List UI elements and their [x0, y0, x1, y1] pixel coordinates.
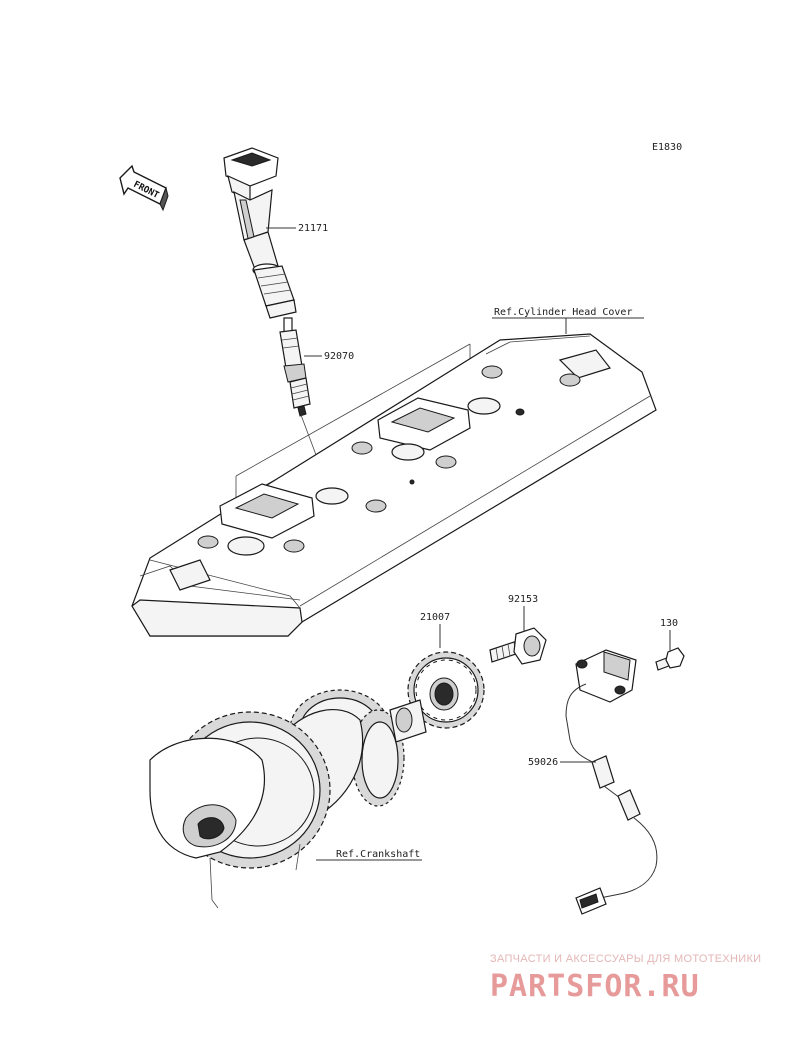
- spark-plug: [279, 317, 311, 417]
- cylinder-head-cover: [131, 333, 657, 637]
- coil-well-front: [219, 483, 315, 539]
- diagram-code: E1830: [652, 142, 682, 153]
- sensor-bolt: [655, 647, 685, 671]
- callout-59026: 59026: [528, 757, 558, 768]
- ignition-coil: [223, 147, 297, 319]
- coil-well-rear: [377, 397, 471, 451]
- crankshaft: [149, 689, 427, 909]
- crankshaft-sensor: [565, 649, 658, 915]
- front-arrow-icon: FRONT: [119, 164, 169, 212]
- watermark: ЗАПЧАСТИ И АКСЕССУАРЫ ДЛЯ МОТОТЕХНИКИ PA…: [490, 953, 761, 1004]
- callout-130: 130: [660, 618, 678, 629]
- callout-21007: 21007: [420, 612, 450, 623]
- rotor-bolt: [489, 627, 547, 665]
- watermark-tagline: ЗАПЧАСТИ И АКСЕССУАРЫ ДЛЯ МОТОТЕХНИКИ: [490, 953, 761, 965]
- callout-92070: 92070: [324, 351, 354, 362]
- watermark-brand: PARTSFOR.RU: [490, 969, 700, 1004]
- timing-rotor: [407, 651, 485, 729]
- callout-crankshaft: Ref.Crankshaft: [336, 849, 420, 860]
- callout-21171: 21171: [298, 223, 328, 234]
- callout-cylinder-head-cover: Ref.Cylinder Head Cover: [494, 307, 632, 318]
- callout-92153: 92153: [508, 594, 538, 605]
